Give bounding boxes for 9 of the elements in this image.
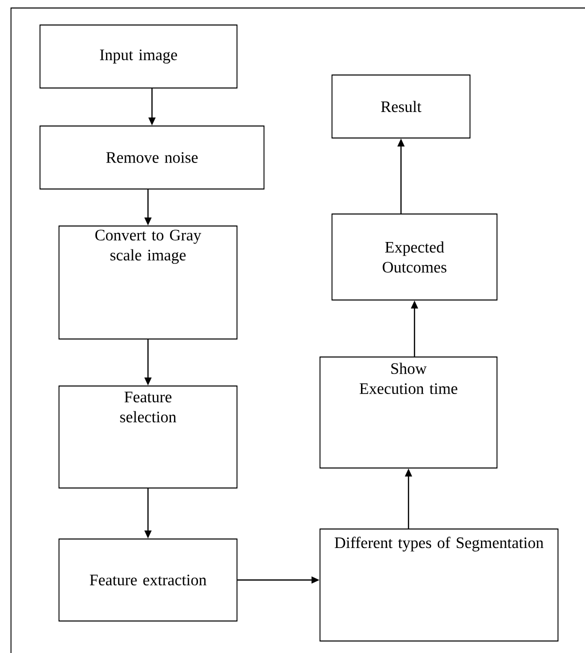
process-box: Remove noise: [40, 126, 264, 190]
process-box: Expected Outcomes: [332, 214, 498, 300]
process-box: Input image: [40, 24, 238, 88]
process-box: Result: [332, 74, 470, 138]
process-box: Show Execution time: [320, 356, 498, 468]
process-box: Feature extraction: [58, 538, 238, 622]
process-box: Different types of Segmentation: [320, 528, 558, 642]
process-box: Convert to Gray scale image: [58, 226, 238, 340]
process-box: Feature selection: [58, 386, 238, 488]
